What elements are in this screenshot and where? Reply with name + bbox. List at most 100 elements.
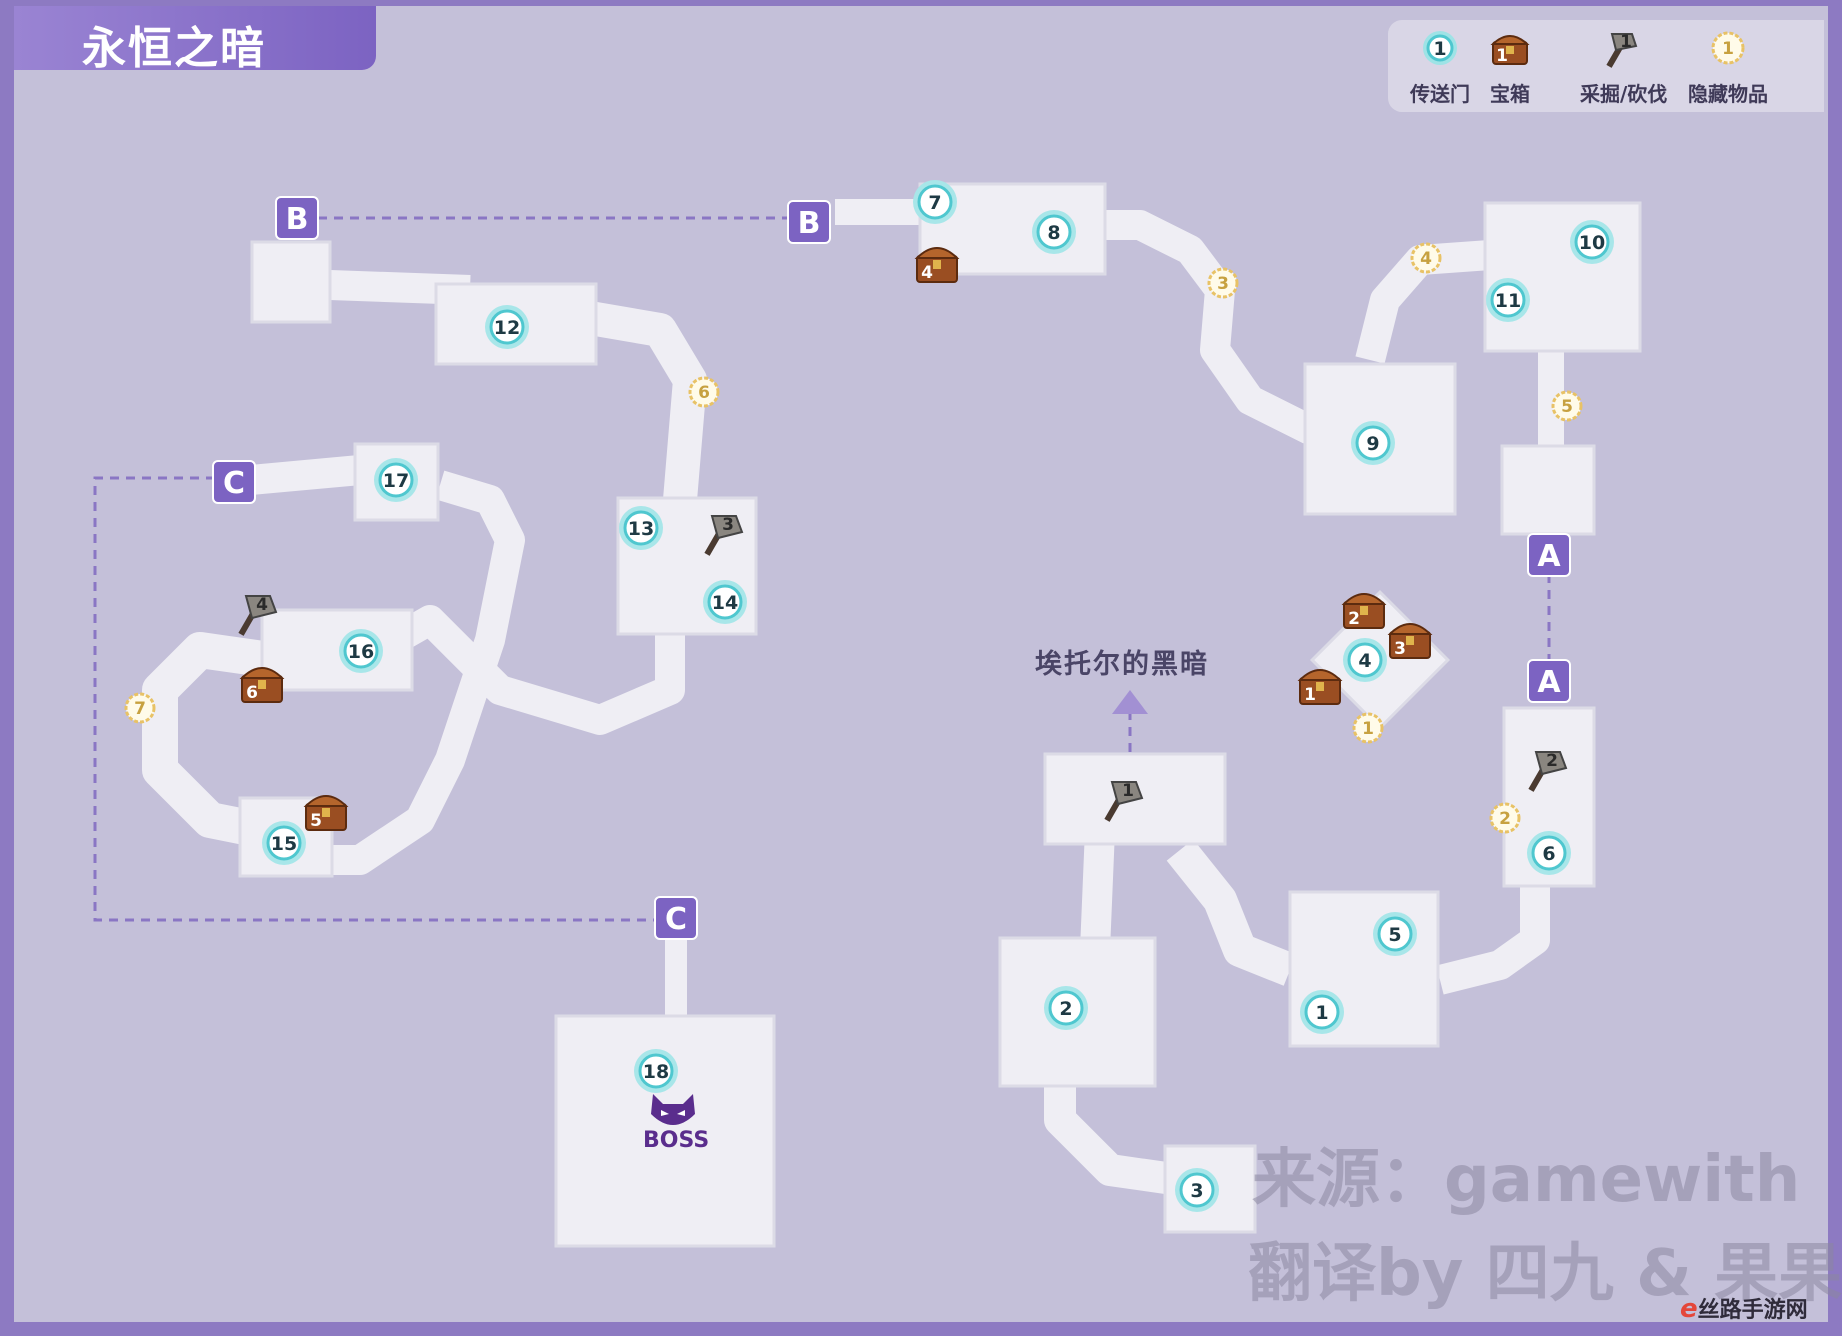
room-a-north — [1500, 444, 1596, 536]
corridors — [142, 199, 1564, 1196]
teleport-links — [93, 216, 1551, 922]
hidden-item-number: 5 — [1561, 397, 1573, 417]
site-logo: e丝路手游网 — [1680, 1292, 1808, 1324]
portal-number: 8 — [1047, 222, 1060, 244]
portal-number: 10 — [1579, 232, 1605, 254]
page-title: 永恒之暗 — [82, 23, 266, 74]
legend-chest: 1 宝箱 — [1488, 28, 1532, 107]
portal-icon[interactable]: 7 — [913, 180, 957, 224]
mining-icon: 1 — [1606, 32, 1637, 68]
mining-icon[interactable]: 2 — [1528, 751, 1568, 792]
teleport-marker-b[interactable]: B — [275, 196, 319, 240]
chest-icon[interactable]: 2 — [1341, 593, 1387, 629]
marker-letter: B — [286, 202, 309, 237]
portal-number: 6 — [1542, 843, 1555, 865]
room-b-west — [250, 240, 332, 324]
hidden-item-number: 6 — [698, 383, 710, 403]
portal-icon[interactable]: 1 — [1300, 990, 1344, 1034]
svg-text:1: 1 — [1433, 38, 1446, 60]
hidden-item-number: 1 — [1362, 719, 1374, 739]
room-16 — [260, 608, 414, 692]
legend-label-chest: 宝箱 — [1490, 82, 1530, 106]
portal-number: 12 — [494, 317, 520, 339]
chest-icon[interactable]: 3 — [1387, 623, 1433, 659]
svg-text:1: 1 — [1496, 46, 1508, 66]
mining-number: 1 — [1122, 781, 1134, 801]
portal-icon[interactable]: 13 — [619, 506, 663, 550]
hidden-item-icon[interactable]: 4 — [1410, 242, 1442, 274]
portal-icon[interactable]: 16 — [339, 629, 383, 673]
portal-icon[interactable]: 8 — [1032, 210, 1076, 254]
portal-number: 13 — [628, 518, 654, 540]
title-tab — [14, 6, 376, 70]
chest-icon[interactable]: 6 — [239, 667, 285, 703]
chest-icon[interactable]: 5 — [303, 795, 349, 831]
mining-number: 2 — [1546, 751, 1558, 771]
hidden-item-number: 4 — [1420, 249, 1432, 269]
marker-letter: A — [1537, 539, 1561, 574]
svg-text:1: 1 — [1620, 32, 1632, 52]
portal-number: 16 — [348, 641, 374, 663]
site-logo-text: 丝路手游网 — [1697, 1298, 1808, 1323]
hidden-item-icon: 1 — [1711, 31, 1745, 65]
chest-number: 4 — [921, 263, 933, 283]
svg-text:1: 1 — [1722, 39, 1734, 59]
portal-icon[interactable]: 6 — [1527, 831, 1571, 875]
exit-label: 埃托尔的黑暗 — [1035, 649, 1209, 680]
watermark-translator: 翻译by 四九 & 果果 — [1248, 1237, 1842, 1311]
portal-icon[interactable]: 11 — [1486, 278, 1530, 322]
exit-arrow-icon — [1112, 690, 1148, 714]
hidden-item-icon[interactable]: 1 — [1352, 712, 1384, 744]
mining-icon[interactable]: 4 — [238, 595, 278, 636]
portal-icon[interactable]: 9 — [1351, 421, 1395, 465]
mining-icon[interactable]: 3 — [704, 515, 744, 556]
hidden-item-icon[interactable]: 7 — [124, 692, 156, 724]
hidden-item-icon[interactable]: 5 — [1551, 390, 1583, 422]
marker-letter: C — [665, 902, 687, 937]
hidden-item-icon[interactable]: 2 — [1489, 802, 1521, 834]
legend-portal: 1 传送门 — [1410, 28, 1470, 107]
portal-number: 4 — [1358, 650, 1371, 672]
portal-icon[interactable]: 15 — [262, 821, 306, 865]
portal-icon[interactable]: 17 — [374, 458, 418, 502]
portal-number: 1 — [1315, 1002, 1328, 1024]
portal-number: 18 — [643, 1061, 669, 1083]
legend: 1 传送门 1 宝箱 1 采掘/砍伐 1 隐藏物品 — [1388, 20, 1824, 112]
teleport-marker-c[interactable]: C — [212, 460, 256, 504]
boss-label: BOSS — [643, 1128, 710, 1153]
mining-number: 4 — [256, 595, 268, 615]
hidden-item-icon[interactable]: 6 — [688, 376, 720, 408]
chest-number: 2 — [1348, 609, 1360, 629]
mining-icon[interactable]: 1 — [1104, 781, 1144, 822]
portal-number: 3 — [1190, 1180, 1203, 1202]
portal-icon[interactable]: 10 — [1570, 220, 1614, 264]
teleport-marker-a[interactable]: A — [1527, 533, 1571, 577]
teleport-marker-b[interactable]: B — [787, 200, 831, 244]
portal-icon[interactable]: 4 — [1343, 638, 1387, 682]
marker-letter: A — [1537, 665, 1561, 700]
portal-icon[interactable]: 14 — [703, 580, 747, 624]
hidden-item-number: 2 — [1499, 809, 1511, 829]
chest-icon[interactable]: 4 — [914, 247, 960, 283]
hidden-item-number: 3 — [1217, 274, 1229, 294]
chest-number: 1 — [1304, 685, 1316, 705]
portal-icon[interactable]: 3 — [1175, 1168, 1219, 1212]
chest-icon[interactable]: 1 — [1297, 669, 1343, 705]
legend-hidden: 1 隐藏物品 — [1688, 28, 1768, 107]
portal-number: 14 — [712, 592, 738, 614]
portal-icon[interactable]: 5 — [1373, 912, 1417, 956]
marker-letter: B — [798, 206, 821, 241]
hidden-item-icon[interactable]: 3 — [1207, 267, 1239, 299]
teleport-marker-a[interactable]: A — [1527, 659, 1571, 703]
portal-icon[interactable]: 12 — [485, 305, 529, 349]
teleport-marker-c[interactable]: C — [654, 896, 698, 940]
portal-icon[interactable]: 18 — [634, 1049, 678, 1093]
hidden-item-number: 7 — [134, 699, 146, 719]
portal-icon[interactable]: 2 — [1044, 986, 1088, 1030]
portal-number: 15 — [271, 833, 297, 855]
